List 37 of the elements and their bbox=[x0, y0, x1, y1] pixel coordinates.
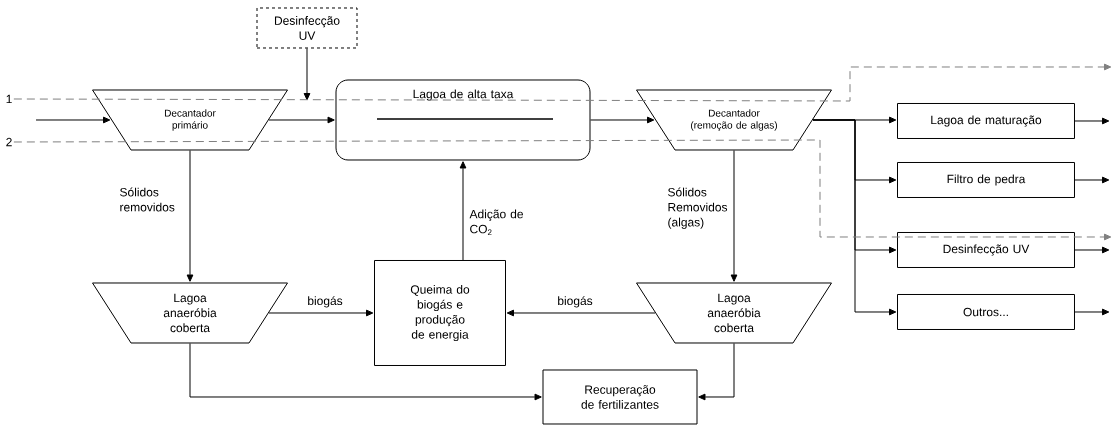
arrow bbox=[303, 48, 311, 101]
edge-label: biogás bbox=[308, 296, 343, 308]
arrow bbox=[268, 116, 335, 124]
line-number: 2 bbox=[6, 137, 12, 147]
process-box: Recuperação de fertilizantes bbox=[542, 369, 698, 425]
arrow bbox=[730, 150, 738, 282]
edge-label: Sólidos removidos bbox=[120, 187, 175, 212]
process-box: Lagoa de maturação bbox=[897, 103, 1075, 139]
process-box: Filtro de pedra bbox=[897, 162, 1075, 198]
arrow bbox=[590, 116, 655, 124]
arrow bbox=[698, 343, 735, 401]
dashed-box: Desinfecção UV bbox=[256, 7, 358, 49]
arrow bbox=[1074, 117, 1110, 125]
arrow bbox=[459, 161, 467, 261]
process-box: Queima do biogás e produção de energia bbox=[374, 260, 506, 366]
arrow bbox=[189, 343, 542, 401]
edge-label: biogás bbox=[558, 296, 593, 308]
arrow bbox=[1074, 246, 1110, 254]
arrow bbox=[35, 116, 111, 124]
arrow bbox=[186, 150, 194, 282]
trapezoid-box: Lagoa anaeróbia coberta bbox=[636, 282, 832, 344]
arrow bbox=[812, 119, 897, 316]
trapezoid-box: Decantador primário bbox=[92, 89, 288, 151]
dashed-arrow bbox=[13, 63, 1112, 102]
line-number: 1 bbox=[6, 94, 12, 104]
arrow bbox=[1074, 308, 1110, 316]
arrow bbox=[1074, 176, 1110, 184]
trapezoid-box: Decantador (remoção de algas) bbox=[636, 89, 832, 151]
trapezoid-box: Lagoa anaeróbia coberta bbox=[92, 282, 288, 344]
dashed-arrow bbox=[13, 139, 1112, 241]
arrow bbox=[506, 309, 656, 317]
rounded-box: Lagoa de alta taxa bbox=[335, 79, 591, 161]
edge-label: Adição de CO$_{2}$ bbox=[469, 209, 523, 235]
process-box: Desinfecção UV bbox=[897, 232, 1075, 268]
process-box: Outros... bbox=[897, 294, 1075, 330]
edge-label: Sólidos Removidos (algas) bbox=[668, 187, 728, 229]
arrow bbox=[268, 309, 374, 317]
